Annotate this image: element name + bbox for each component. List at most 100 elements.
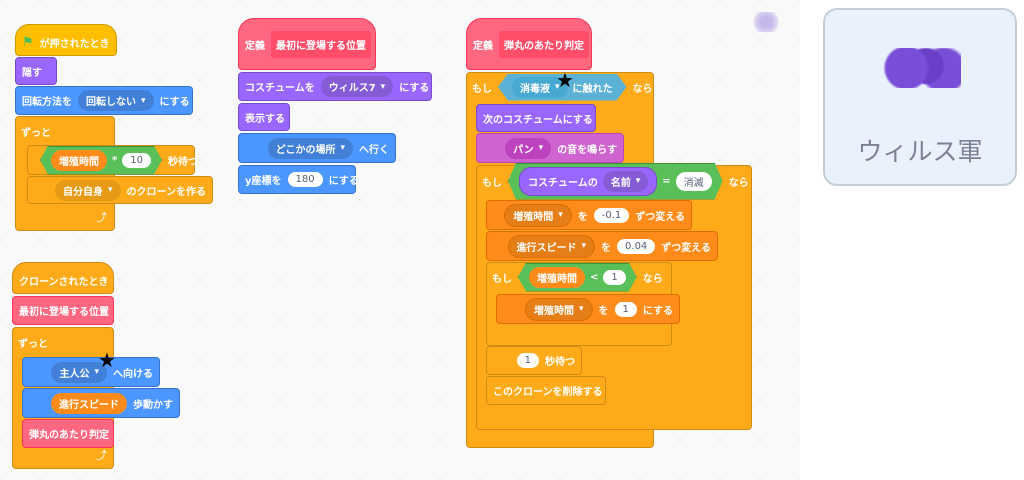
target-dropdown[interactable]: 主人公	[51, 361, 107, 383]
operator: =	[662, 175, 671, 187]
label: の音を鳴らす	[557, 144, 617, 156]
operator: *	[112, 154, 118, 166]
label: ずつ変える	[661, 242, 711, 254]
call-block[interactable]: 最初に登場する位置	[12, 296, 114, 325]
point-towards-block[interactable]: 主人公へ向ける	[22, 357, 160, 387]
move-steps-block[interactable]: 進行スピード歩動かす	[22, 388, 180, 418]
switch-costume-block[interactable]: コスチュームをウィルス7にする	[238, 72, 432, 101]
number-input[interactable]: 0.04	[617, 238, 656, 254]
label: ずっと	[21, 127, 51, 139]
location-dropdown[interactable]: どこかの場所	[267, 137, 353, 159]
when-cloned-block[interactable]: クローンされたとき	[12, 262, 114, 294]
set-y-block[interactable]: y座標を 180 にする	[238, 165, 359, 194]
play-sound-block[interactable]: パンの音を鳴らす	[476, 133, 624, 163]
number-input[interactable]: 1	[614, 301, 637, 317]
label: へ行く	[359, 144, 389, 156]
wait-block[interactable]: 1 秒待つ	[486, 346, 582, 375]
clone-target-dropdown[interactable]: 自分自身	[54, 179, 121, 201]
label: を	[577, 211, 588, 223]
loop-arrow-icon: ⤴	[96, 449, 107, 462]
label: コスチュームの	[528, 177, 598, 189]
label: なら	[642, 273, 663, 285]
label: ずつ変える	[635, 211, 685, 223]
label: にする	[328, 176, 359, 187]
multiply-operator[interactable]: 増殖時間 * 10	[40, 146, 162, 175]
loop-arrow-icon: ⤴	[96, 211, 107, 224]
forever-label: ずっと	[12, 329, 54, 355]
label: にする	[159, 97, 190, 108]
variable-dropdown[interactable]: 増殖時間	[504, 203, 572, 227]
delete-clone-block[interactable]: このクローンを削除する	[486, 376, 606, 405]
rotation-dropdown[interactable]: 回転しない	[78, 90, 154, 111]
variable-reporter[interactable]: 進行スピード	[51, 392, 127, 414]
go-to-block[interactable]: どこかの場所へ行く	[238, 133, 396, 163]
define-block[interactable]: 定義最初に登場する位置	[238, 18, 376, 70]
variable-reporter[interactable]: 増殖時間	[51, 150, 107, 171]
label: クローンされたとき	[19, 276, 109, 288]
label: y座標を	[245, 176, 282, 187]
virus-army-sprite-icon	[883, 48, 961, 88]
variable-dropdown[interactable]: 増殖時間	[524, 297, 593, 321]
label: もし	[472, 83, 492, 95]
green-flag-icon: ⚑	[22, 34, 34, 50]
custom-block-name: 弾丸のあたり判定	[499, 30, 589, 58]
number-input[interactable]: 10	[122, 153, 151, 168]
code-workspace[interactable]: ⚑が押されたとき 隠す 回転方法を回転しないにする ずっと 増殖時間*10秒待つ…	[0, 0, 800, 480]
touching-block[interactable]: 消毒液に触れた	[498, 74, 627, 101]
hide-block[interactable]: 隠す	[15, 57, 57, 85]
custom-block-name: 最初に登場する位置	[271, 30, 371, 58]
label: 定義	[473, 40, 493, 52]
sound-dropdown[interactable]: パン	[505, 137, 552, 159]
forever-label: ずっと	[15, 118, 57, 144]
label: 表示する	[245, 113, 285, 125]
if-header: もし増殖時間<1 なら	[486, 262, 669, 292]
label: 隠す	[22, 67, 42, 79]
set-rotation-style-block[interactable]: 回転方法を回転しないにする	[15, 86, 193, 115]
property-dropdown[interactable]: 名前	[603, 171, 649, 192]
variable-dropdown[interactable]: 進行スピード	[507, 234, 596, 258]
costume-reporter[interactable]: コスチュームの名前	[519, 167, 657, 196]
label: なら	[728, 177, 749, 189]
label: なら	[632, 83, 653, 95]
create-clone-block[interactable]: 自分自身のクローンを作る	[27, 176, 213, 204]
call-block[interactable]: 弾丸のあたり判定	[22, 419, 114, 448]
sprite-card[interactable]: ウィルス軍	[823, 8, 1017, 186]
label: のクローンを作る	[126, 186, 207, 198]
less-than-operator[interactable]: 増殖時間<1	[518, 263, 637, 292]
text-input[interactable]: 消滅	[676, 172, 712, 191]
costume-dropdown[interactable]: ウィルス7	[320, 76, 394, 97]
next-costume-block[interactable]: 次のコスチュームにする	[476, 104, 596, 132]
star-marker-icon: ★	[556, 68, 574, 92]
label: 最初に登場する位置	[19, 307, 109, 318]
label: 秒待つ	[545, 357, 575, 368]
label: 弾丸のあたり判定	[29, 430, 109, 441]
label: このクローンを削除する	[493, 387, 603, 398]
if-header: もし消毒液に触れたなら	[466, 72, 659, 102]
label: が押されたとき	[39, 38, 110, 50]
when-flag-clicked-block[interactable]: ⚑ が押されたとき	[15, 24, 117, 56]
label: 歩動かす	[133, 399, 173, 411]
label: もし	[492, 273, 512, 285]
label: にする	[642, 305, 673, 317]
show-block[interactable]: 表示する	[238, 103, 290, 131]
label: を	[598, 305, 609, 317]
y-input[interactable]: 180	[287, 172, 323, 187]
seconds-input[interactable]: 1	[516, 353, 539, 368]
variable-reporter[interactable]: 増殖時間	[529, 267, 585, 288]
define-block[interactable]: 定義弾丸のあたり判定	[466, 18, 592, 70]
label: にする	[399, 83, 430, 94]
change-variable-block[interactable]: 増殖時間を -0.1 ずつ変える	[486, 200, 692, 230]
label: へ向ける	[113, 368, 153, 380]
number-input[interactable]: -0.1	[593, 207, 630, 223]
label: 定義	[245, 40, 265, 52]
sprite-name: ウィルス軍	[857, 137, 983, 166]
label: に触れた	[572, 83, 613, 95]
touch-target-dropdown[interactable]: 消毒液	[512, 77, 568, 98]
number-input[interactable]: 1	[603, 270, 625, 285]
set-variable-block[interactable]: 増殖時間を1 にする	[496, 294, 680, 324]
label: 回転方法を	[22, 97, 72, 108]
